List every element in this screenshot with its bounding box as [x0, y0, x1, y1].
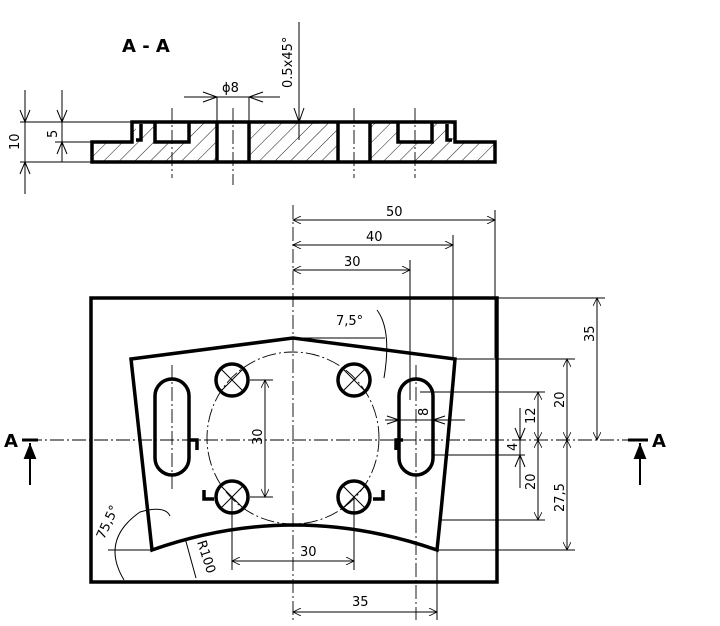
dim-27-5: 27,5 [553, 483, 568, 512]
right-dimensions: 35 20 12 4 20 27,5 [420, 298, 605, 550]
angle-top: 7,5° [336, 314, 363, 329]
section-title: A - A [122, 36, 170, 57]
part-outline [129, 336, 457, 553]
dim-slot-width: 8 [417, 408, 432, 416]
center-lines [28, 205, 630, 620]
dim-35-right: 35 [583, 325, 598, 342]
top-dimensions: 50 40 30 7,5° [293, 205, 495, 400]
section-cut-marks [190, 438, 403, 501]
section-letter-right: A [652, 431, 666, 452]
dim-50: 50 [386, 205, 403, 220]
dim-30-horizontal: 30 [300, 545, 317, 560]
inner-dimensions: 30 8 30 35 75,5° R100 [94, 380, 465, 620]
dim-step-height: 5 [46, 130, 61, 138]
dim-30-vertical: 30 [251, 428, 266, 445]
hole-top-right [336, 362, 372, 398]
dim-chamfer: 0.5x45° [281, 37, 296, 88]
dim-20-bottom: 20 [524, 473, 539, 490]
section-dimensions: 10 5 ϕ8 0.5x45° [8, 22, 305, 194]
section-profile [90, 108, 497, 185]
dim-20-top: 20 [553, 391, 568, 408]
bolt-circle [206, 351, 380, 525]
section-marker-right: A [628, 431, 666, 485]
dim-total-height: 10 [8, 133, 23, 150]
slots [153, 365, 435, 620]
dim-4: 4 [506, 443, 521, 451]
radius-label: R100 [193, 539, 218, 576]
dim-hole-diameter: ϕ8 [222, 81, 239, 96]
dim-30-top: 30 [344, 255, 361, 270]
section-marker-left: A [4, 431, 38, 485]
hole-top-left [214, 362, 250, 398]
dim-40: 40 [366, 230, 383, 245]
dim-35-bottom: 35 [352, 595, 369, 610]
section-letter-left: A [4, 431, 18, 452]
dim-12: 12 [524, 407, 539, 424]
